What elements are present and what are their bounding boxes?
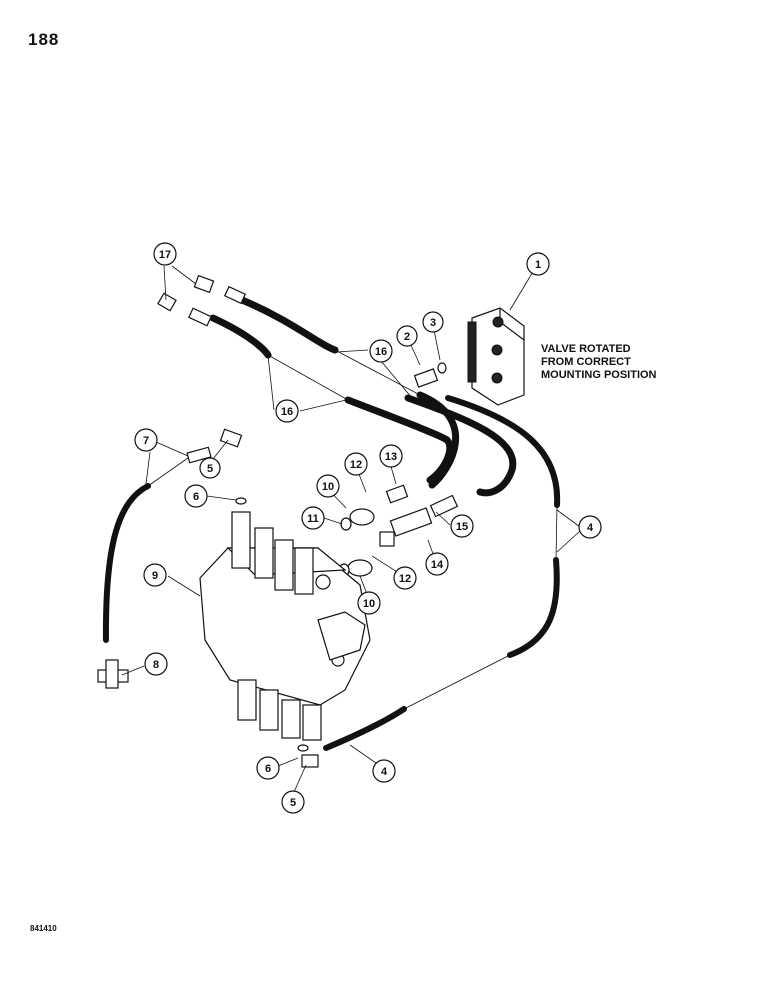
svg-text:6: 6 xyxy=(265,763,271,775)
hose-17-upper xyxy=(238,296,460,489)
valve-note: VALVE ROTATED FROM CORRECT MOUNTING POSI… xyxy=(541,343,657,382)
valve-note-line: VALVE ROTATED xyxy=(541,343,631,355)
callout-6: 6 xyxy=(256,756,280,780)
callout-13: 13 xyxy=(379,444,403,468)
hose-16-lower xyxy=(209,314,454,484)
elbow-fitting-17a xyxy=(193,274,247,305)
callout-5: 5 xyxy=(281,790,305,814)
svg-text:11: 11 xyxy=(307,513,319,525)
svg-text:12: 12 xyxy=(350,459,362,471)
fitting-2 xyxy=(413,368,439,388)
callout-10: 10 xyxy=(357,591,381,615)
svg-text:5: 5 xyxy=(207,463,213,475)
callout-6: 6 xyxy=(184,484,208,508)
callout-4: 4 xyxy=(372,759,396,783)
svg-text:5: 5 xyxy=(290,797,296,809)
callout-11: 11 xyxy=(301,506,325,530)
adapter-13 xyxy=(385,484,409,504)
callout-16: 16 xyxy=(369,339,393,363)
svg-text:15: 15 xyxy=(456,521,468,533)
elbow-fitting-17b xyxy=(157,292,212,327)
callout-7: 7 xyxy=(134,428,158,452)
svg-text:17: 17 xyxy=(159,249,171,261)
valve-block-1 xyxy=(467,307,525,406)
control-valve-9 xyxy=(199,511,371,741)
callout-15: 15 xyxy=(450,514,474,538)
callout-14: 14 xyxy=(425,552,449,576)
callout-5: 5 xyxy=(199,457,221,479)
figure-code: 841410 xyxy=(30,924,57,933)
svg-text:16: 16 xyxy=(281,406,293,418)
svg-text:1: 1 xyxy=(535,259,541,271)
svg-text:10: 10 xyxy=(322,481,334,493)
callout-10: 10 xyxy=(316,474,340,498)
elbow-fitting-5-top xyxy=(219,428,243,448)
callout-8: 8 xyxy=(144,652,168,676)
callout-16: 16 xyxy=(275,399,299,423)
valve-note-line: FROM CORRECT xyxy=(541,356,631,368)
svg-text:16: 16 xyxy=(375,346,387,358)
tee-fitting-8 xyxy=(97,659,129,689)
svg-text:9: 9 xyxy=(152,570,158,582)
hose-7 xyxy=(102,483,151,643)
callout-12: 12 xyxy=(344,452,368,476)
svg-text:14: 14 xyxy=(431,559,444,571)
svg-text:6: 6 xyxy=(193,491,199,503)
svg-text:8: 8 xyxy=(153,659,159,671)
hose-4 xyxy=(323,395,561,751)
hose-16-right xyxy=(404,394,517,497)
svg-text:4: 4 xyxy=(381,766,388,778)
o-ring-3 xyxy=(437,362,447,374)
svg-text:13: 13 xyxy=(385,451,397,463)
o-ring-6-top xyxy=(235,497,247,505)
callout-3: 3 xyxy=(422,311,444,333)
svg-text:12: 12 xyxy=(399,573,411,585)
valve-note-line: MOUNTING POSITION xyxy=(541,369,657,381)
callout-9: 9 xyxy=(143,563,167,587)
callout-17: 17 xyxy=(153,242,177,266)
callout-12: 12 xyxy=(393,566,417,590)
callout-4: 4 xyxy=(578,515,602,539)
flange-10-lower xyxy=(347,559,373,577)
o-ring-6-bottom xyxy=(297,744,309,752)
tee-14 xyxy=(379,507,433,547)
svg-text:7: 7 xyxy=(143,435,149,447)
elbow-fitting-5-bottom xyxy=(301,754,319,768)
fitting-15 xyxy=(429,494,459,518)
svg-text:3: 3 xyxy=(430,317,436,329)
svg-text:10: 10 xyxy=(363,598,375,610)
page-number: 188 xyxy=(28,30,60,49)
callout-2: 2 xyxy=(396,325,418,347)
fitting-7 xyxy=(186,446,212,464)
flange-10-upper xyxy=(349,508,375,526)
svg-text:2: 2 xyxy=(404,331,410,343)
callout-1: 1 xyxy=(526,252,550,276)
svg-text:4: 4 xyxy=(587,522,594,534)
